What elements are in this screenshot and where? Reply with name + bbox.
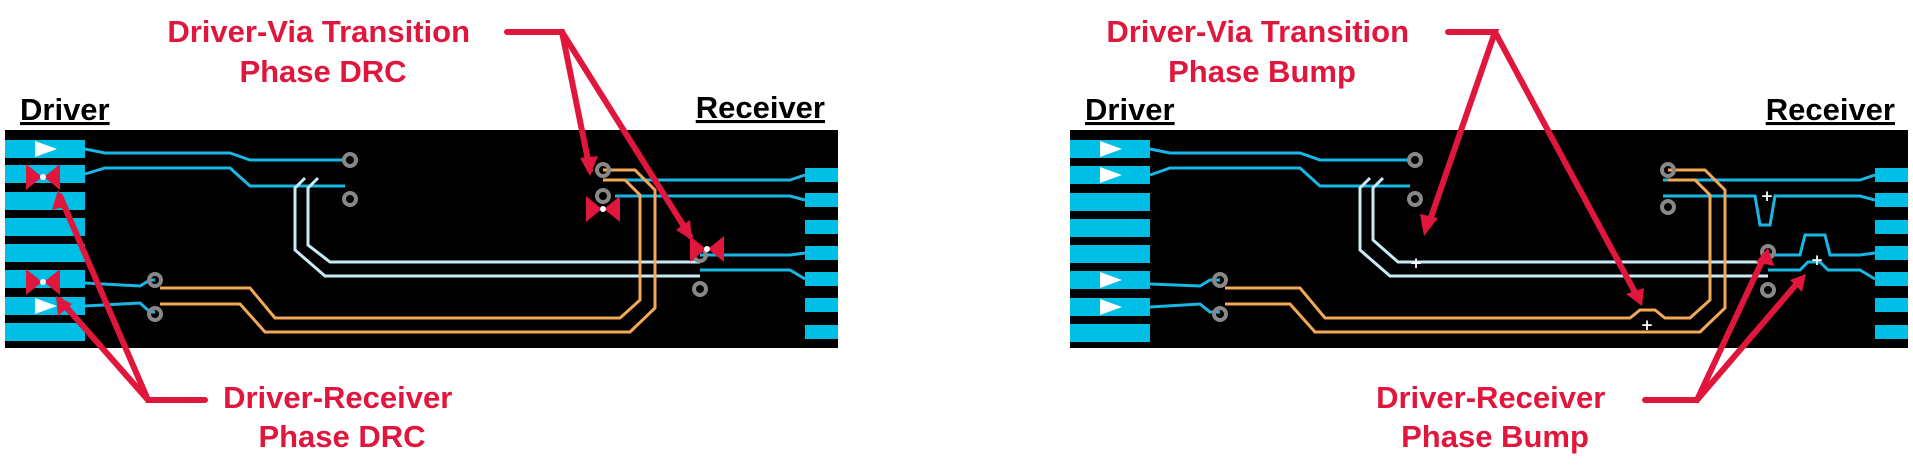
left-callout-bottom-line2: Phase DRC <box>258 419 425 454</box>
left-callout-top-line2: Phase DRC <box>239 54 406 89</box>
bump-marker-icon: + <box>1410 254 1423 272</box>
driver-arrow-icon <box>35 298 57 314</box>
right-blue-traces <box>1149 147 1876 314</box>
right-diagram: + + + + Driver Receiver Driver-Via Trans… <box>1070 14 1908 454</box>
left-light-traces <box>293 176 700 278</box>
driver-arrow-icon <box>1100 167 1122 183</box>
left-drc-markers <box>26 164 724 295</box>
right-callout-arrows <box>1425 29 1803 403</box>
bowtie-drc-marker-icon <box>586 196 620 222</box>
driver-arrow-icon <box>35 141 57 157</box>
right-receiver-label: Receiver <box>1766 92 1895 127</box>
right-callout-top: Driver-Via Transition Phase Bump <box>1106 14 1417 89</box>
bump-marker-icon: + <box>1811 251 1824 269</box>
bump-marker-icon: + <box>1641 316 1654 334</box>
right-callout-top-line1: Driver-Via Transition <box>1106 14 1409 49</box>
right-light-traces <box>1358 176 1768 278</box>
right-driver-label: Driver <box>1085 92 1175 127</box>
right-driver-arrows <box>1100 141 1122 315</box>
left-driver-arrows <box>35 141 57 314</box>
driver-arrow-icon <box>1100 272 1122 288</box>
left-receiver-pads <box>805 168 838 339</box>
left-blue-traces <box>84 147 806 314</box>
left-orange-traces <box>160 168 657 334</box>
right-callout-arrowheads <box>1420 214 1806 306</box>
right-callout-bottom-line2: Phase Bump <box>1401 419 1589 454</box>
right-callout-bottom: Driver-Receiver Phase Bump <box>1376 380 1614 454</box>
left-board <box>5 130 838 348</box>
bump-marker-icon: + <box>1761 187 1774 205</box>
right-callout-top-line2: Phase Bump <box>1168 54 1356 89</box>
left-callout-arrowheads <box>52 156 692 316</box>
left-callout-bottom-line1: Driver-Receiver <box>223 380 452 415</box>
right-callout-bottom-line1: Driver-Receiver <box>1376 380 1605 415</box>
left-diagram: Driver Receiver Driver-Via Transition Ph… <box>5 14 838 454</box>
right-orange-traces <box>1225 168 1727 334</box>
left-callout-top: Driver-Via Transition Phase DRC <box>167 14 478 89</box>
bowtie-drc-marker-icon <box>26 269 60 295</box>
right-bump-markers: + + + + <box>1410 187 1824 334</box>
left-receiver-label: Receiver <box>696 90 825 125</box>
right-board <box>1070 130 1908 348</box>
left-callout-arrows <box>57 29 693 403</box>
left-driver-label: Driver <box>20 92 110 127</box>
right-receiver-pads <box>1875 168 1908 339</box>
bowtie-drc-marker-icon <box>26 164 60 190</box>
left-callout-top-line1: Driver-Via Transition <box>167 14 470 49</box>
left-callout-bottom: Driver-Receiver Phase DRC <box>223 380 461 454</box>
driver-arrow-icon <box>1100 299 1122 315</box>
bowtie-drc-marker-icon <box>690 236 724 262</box>
driver-arrow-icon <box>1100 141 1122 157</box>
